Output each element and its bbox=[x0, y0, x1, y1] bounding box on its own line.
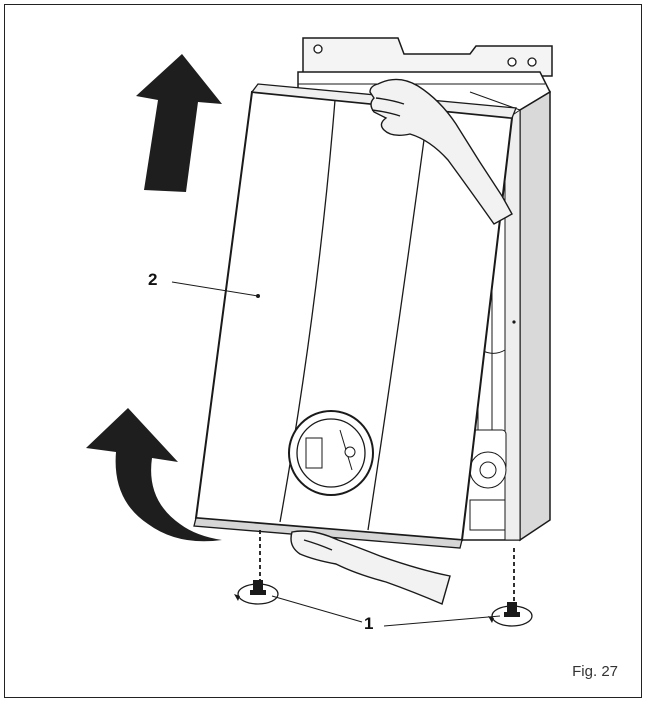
screw-icon bbox=[488, 602, 533, 627]
arrow-up-icon bbox=[136, 54, 222, 192]
callout-fixing-screws: 1 bbox=[364, 614, 374, 633]
screw-guide-lines bbox=[259, 530, 515, 606]
figure-caption: Fig. 27 bbox=[572, 663, 618, 680]
leader-lines bbox=[171, 281, 501, 627]
callout-front-panel: 2 bbox=[148, 270, 158, 289]
screw-icon bbox=[234, 580, 279, 605]
lower-hand bbox=[290, 530, 451, 605]
mounting-bracket bbox=[302, 37, 553, 77]
internal-components bbox=[467, 240, 507, 531]
front-panel bbox=[193, 83, 517, 549]
curved-arrow-icon bbox=[86, 408, 222, 542]
upper-hand bbox=[369, 78, 513, 225]
